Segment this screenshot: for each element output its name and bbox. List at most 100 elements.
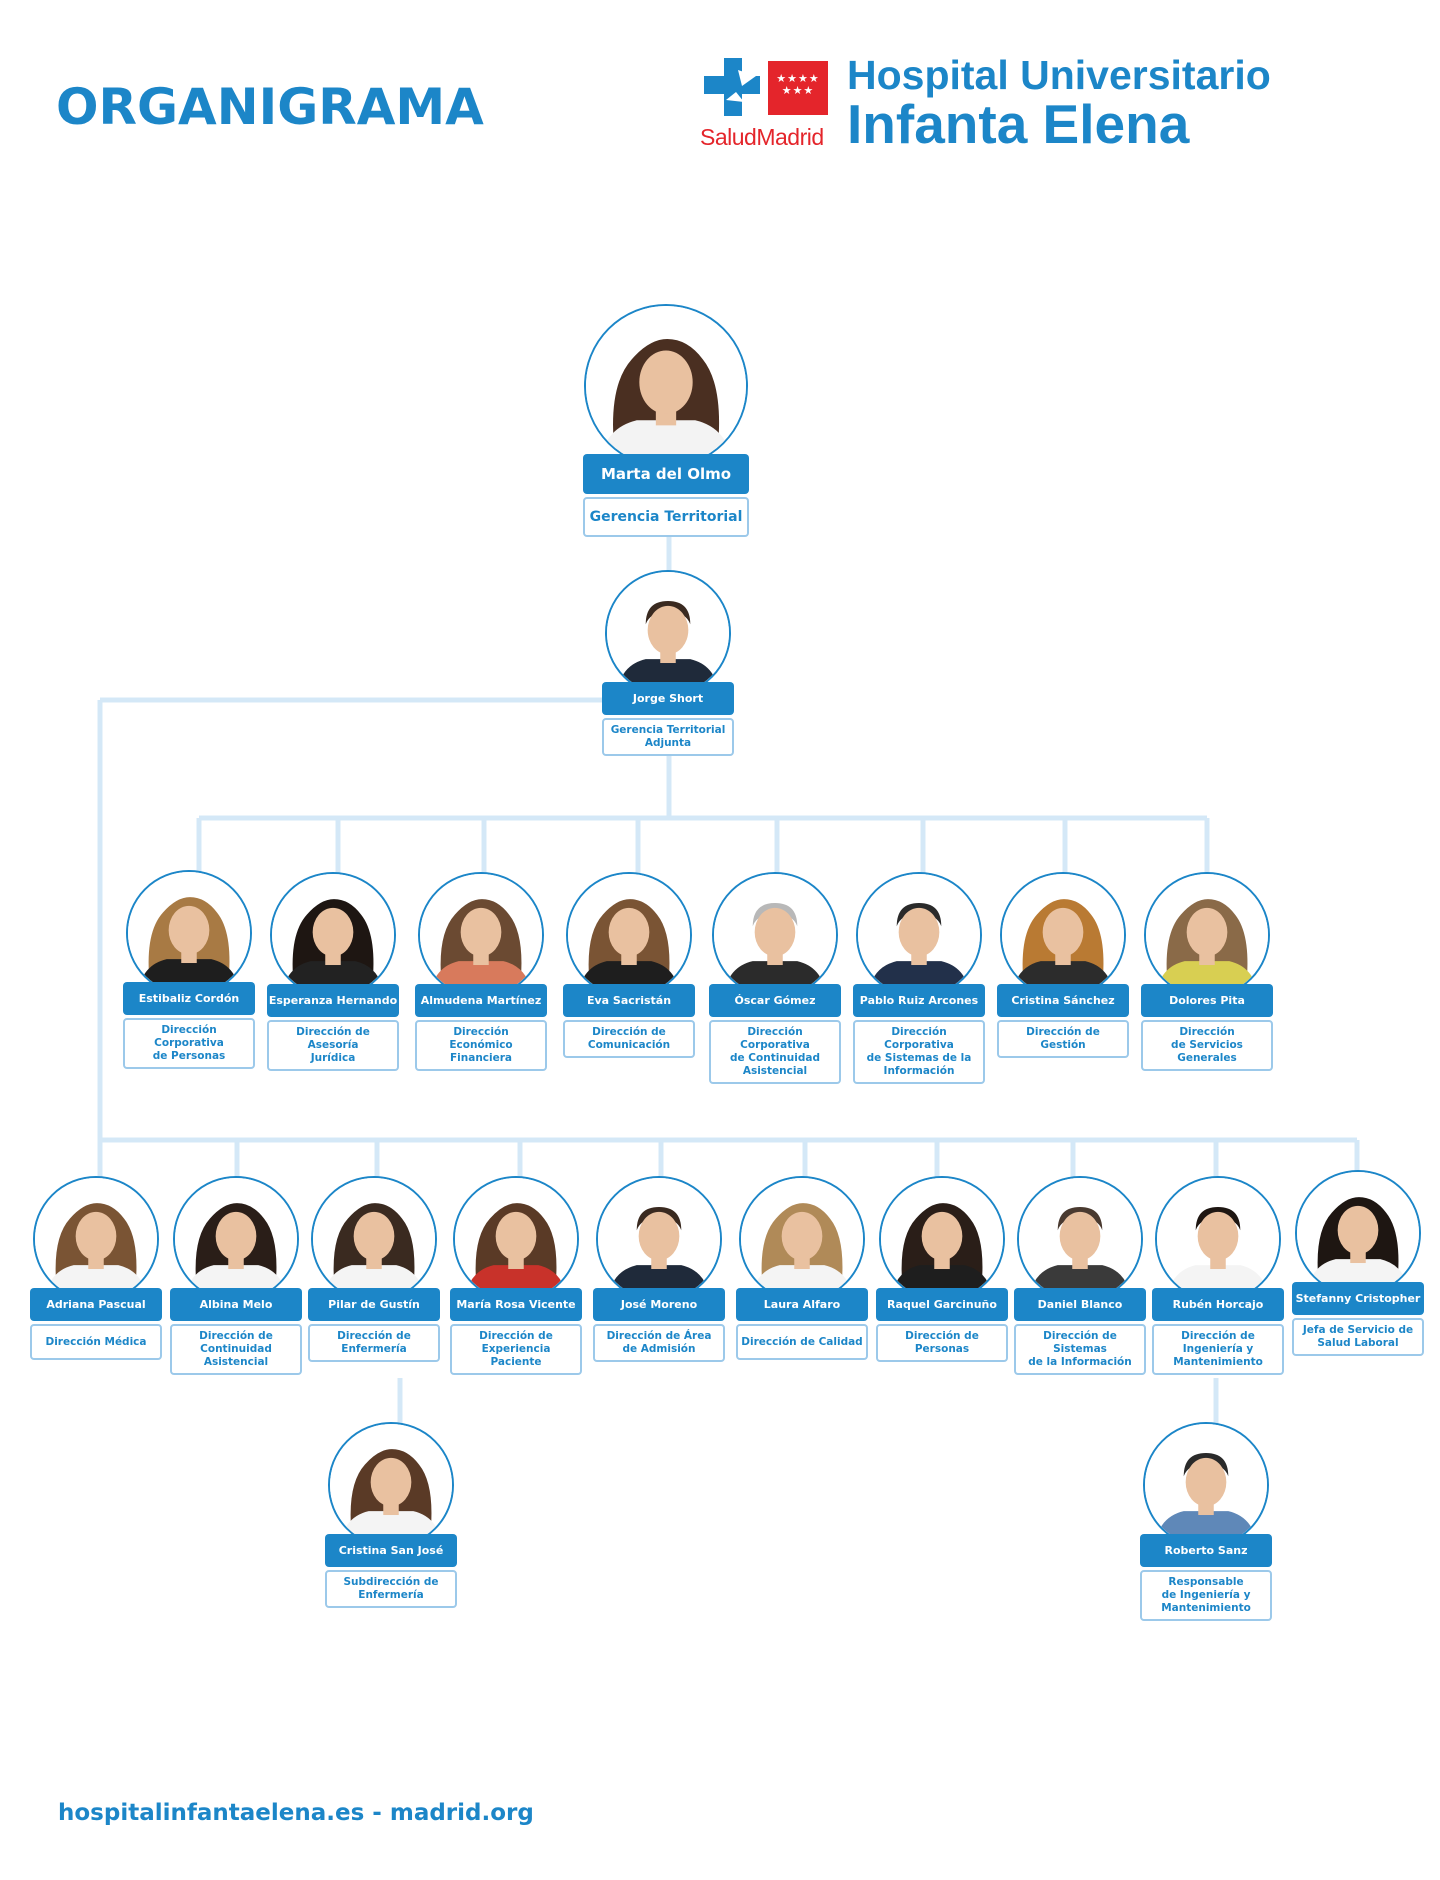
portrait-icon [420, 874, 542, 996]
person-role: Gerencia Territorial [583, 497, 749, 537]
portrait-icon [1002, 874, 1124, 996]
person-role: Dirección de Asesoría Jurídica [267, 1020, 399, 1071]
person-name: Óscar Gómez [709, 984, 841, 1017]
avatar [311, 1176, 437, 1302]
avatar [126, 870, 252, 996]
person-name: Stefanny Cristopher [1292, 1282, 1424, 1315]
person-name: Albina Melo [170, 1288, 302, 1321]
person-name: Eva Sacristán [563, 984, 695, 1017]
person-name: Pablo Ruiz Arcones [853, 984, 985, 1017]
avatar [1017, 1176, 1143, 1302]
avatar [1143, 1422, 1269, 1548]
flag-stars: ★★★★ ★★★ [776, 72, 820, 97]
person-role: Dirección de Continuidad Asistencial [170, 1324, 302, 1375]
person-role: Dirección de Gestión [997, 1020, 1129, 1058]
person-name: Roberto Sanz [1140, 1534, 1272, 1567]
person-role: Gerencia Territorial Adjunta [602, 718, 734, 756]
person-name: Cristina San José [325, 1534, 457, 1567]
portrait-icon [1019, 1178, 1141, 1300]
person-role: Dirección de Comunicación [563, 1020, 695, 1058]
portrait-icon [330, 1424, 452, 1546]
person-name: María Rosa Vicente [450, 1288, 582, 1321]
avatar [596, 1176, 722, 1302]
avatar [739, 1176, 865, 1302]
person-name: Esperanza Hernando [267, 984, 399, 1017]
person-role: Dirección de Experiencia Paciente [450, 1324, 582, 1375]
person-name: Adriana Pascual [30, 1288, 162, 1321]
person-name: Marta del Olmo [583, 454, 749, 494]
portrait-icon [741, 1178, 863, 1300]
avatar [1295, 1170, 1421, 1296]
hospital-name-line2: Infanta Elena [847, 93, 1190, 155]
person-role: Responsable de Ingeniería y Mantenimient… [1140, 1570, 1272, 1621]
person-role: Dirección Corporativa de Sistemas de la … [853, 1020, 985, 1084]
person-role: Dirección de Calidad [736, 1324, 868, 1360]
avatar [1000, 872, 1126, 998]
portrait-icon [35, 1178, 157, 1300]
person-role: Jefa de Servicio de Salud Laboral [1292, 1318, 1424, 1356]
connector-lines [97, 530, 1360, 1430]
avatar [1144, 872, 1270, 998]
portrait-icon [1297, 1172, 1419, 1294]
person-name: Rubén Horcajo [1152, 1288, 1284, 1321]
person-name: Almudena Martínez [415, 984, 547, 1017]
portrait-icon [598, 1178, 720, 1300]
portrait-icon [313, 1178, 435, 1300]
portrait-icon [568, 874, 690, 996]
person-role: Dirección Corporativa de Continuidad Asi… [709, 1020, 841, 1084]
person-role: Dirección de Sistemas de la Información [1014, 1324, 1146, 1375]
person-name: Dolores Pita [1141, 984, 1273, 1017]
avatar [33, 1176, 159, 1302]
madrid-flag-icon: ★★★★ ★★★ [768, 61, 828, 115]
person-role: Dirección Económico Financiera [415, 1020, 547, 1071]
person-name: Cristina Sánchez [997, 984, 1129, 1017]
avatar [1155, 1176, 1281, 1302]
avatar [584, 304, 748, 468]
avatar [418, 872, 544, 998]
person-role: Dirección Corporativa de Personas [123, 1018, 255, 1069]
avatar [173, 1176, 299, 1302]
person-name: Estibaliz Cordón [123, 982, 255, 1015]
portrait-icon [881, 1178, 1003, 1300]
avatar [453, 1176, 579, 1302]
portrait-icon [1146, 874, 1268, 996]
avatar [712, 872, 838, 998]
portrait-icon [1145, 1424, 1267, 1546]
person-role: Subdirección de Enfermería [325, 1570, 457, 1608]
avatar [328, 1422, 454, 1548]
footer-website[interactable]: hospitalinfantaelena.es - madrid.org [58, 1800, 534, 1826]
person-name: Jorge Short [602, 682, 734, 715]
portrait-icon [272, 874, 394, 996]
person-name: Daniel Blanco [1014, 1288, 1146, 1321]
avatar [270, 872, 396, 998]
portrait-icon [128, 872, 250, 994]
portrait-icon [1157, 1178, 1279, 1300]
person-role: Dirección de Servicios Generales [1141, 1020, 1273, 1071]
portrait-icon [607, 572, 729, 694]
person-role: Dirección de Personas [876, 1324, 1008, 1362]
avatar [605, 570, 731, 696]
avatar [856, 872, 982, 998]
person-name: Pilar de Gustín [308, 1288, 440, 1321]
person-name: José Moreno [593, 1288, 725, 1321]
person-role: Dirección de Enfermería [308, 1324, 440, 1362]
hospital-logo: ★★★★ ★★★ SaludMadrid Hospital Universita… [700, 52, 1300, 162]
portrait-icon [858, 874, 980, 996]
